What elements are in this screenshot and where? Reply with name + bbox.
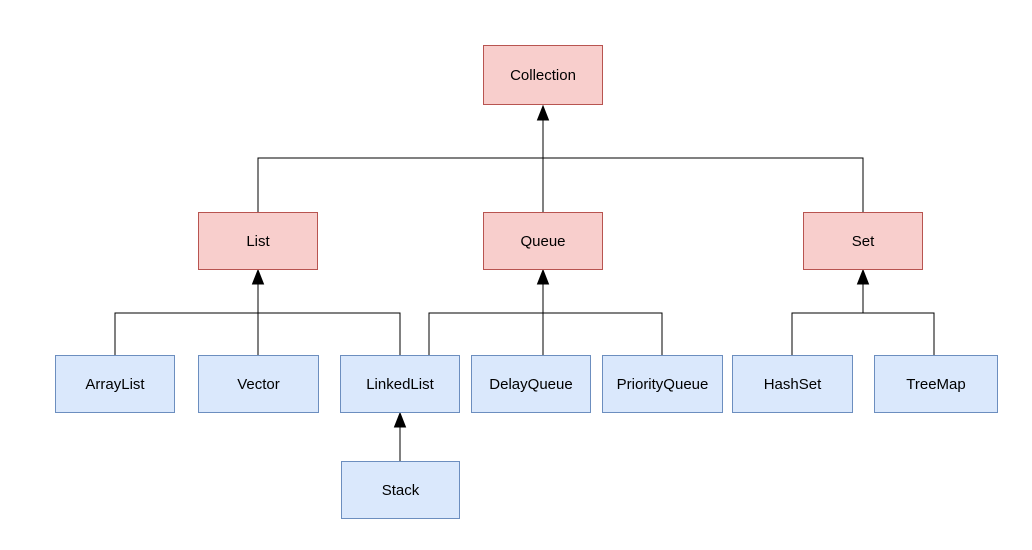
node-treemap-label: TreeMap <box>906 375 966 393</box>
node-priorityqueue: PriorityQueue <box>602 355 723 413</box>
arrowhead-collection <box>536 104 550 121</box>
arrowhead-queue <box>536 268 550 285</box>
arrowhead-list <box>251 268 265 285</box>
node-treemap: TreeMap <box>874 355 998 413</box>
node-arraylist: ArrayList <box>55 355 175 413</box>
node-priorityqueue-label: PriorityQueue <box>616 375 709 393</box>
edge-set-children-rail <box>791 312 935 355</box>
node-vector: Vector <box>198 355 319 413</box>
node-hashset: HashSet <box>732 355 853 413</box>
node-collection-label: Collection <box>510 66 576 84</box>
node-set-label: Set <box>851 232 875 250</box>
node-linkedlist: LinkedList <box>340 355 460 413</box>
node-linkedlist-label: LinkedList <box>366 375 434 393</box>
node-queue: Queue <box>483 212 603 270</box>
node-queue-label: Queue <box>520 232 566 250</box>
edge-list-children-rail <box>114 312 401 355</box>
node-collection: Collection <box>483 45 603 105</box>
node-arraylist-label: ArrayList <box>85 375 145 393</box>
node-stack-label: Stack <box>381 481 420 499</box>
node-list: List <box>198 212 318 270</box>
node-hashset-label: HashSet <box>763 375 822 393</box>
arrowhead-linkedlist <box>393 411 407 428</box>
node-vector-label: Vector <box>237 375 280 393</box>
arrowhead-set <box>856 268 870 285</box>
node-delayqueue: DelayQueue <box>471 355 591 413</box>
node-list-label: List <box>246 232 270 250</box>
edge-list-set-to-collection-rail <box>257 157 864 212</box>
edge-queue-children-rail <box>428 312 663 355</box>
node-stack: Stack <box>341 461 460 519</box>
node-set: Set <box>803 212 923 270</box>
node-delayqueue-label: DelayQueue <box>489 375 573 393</box>
